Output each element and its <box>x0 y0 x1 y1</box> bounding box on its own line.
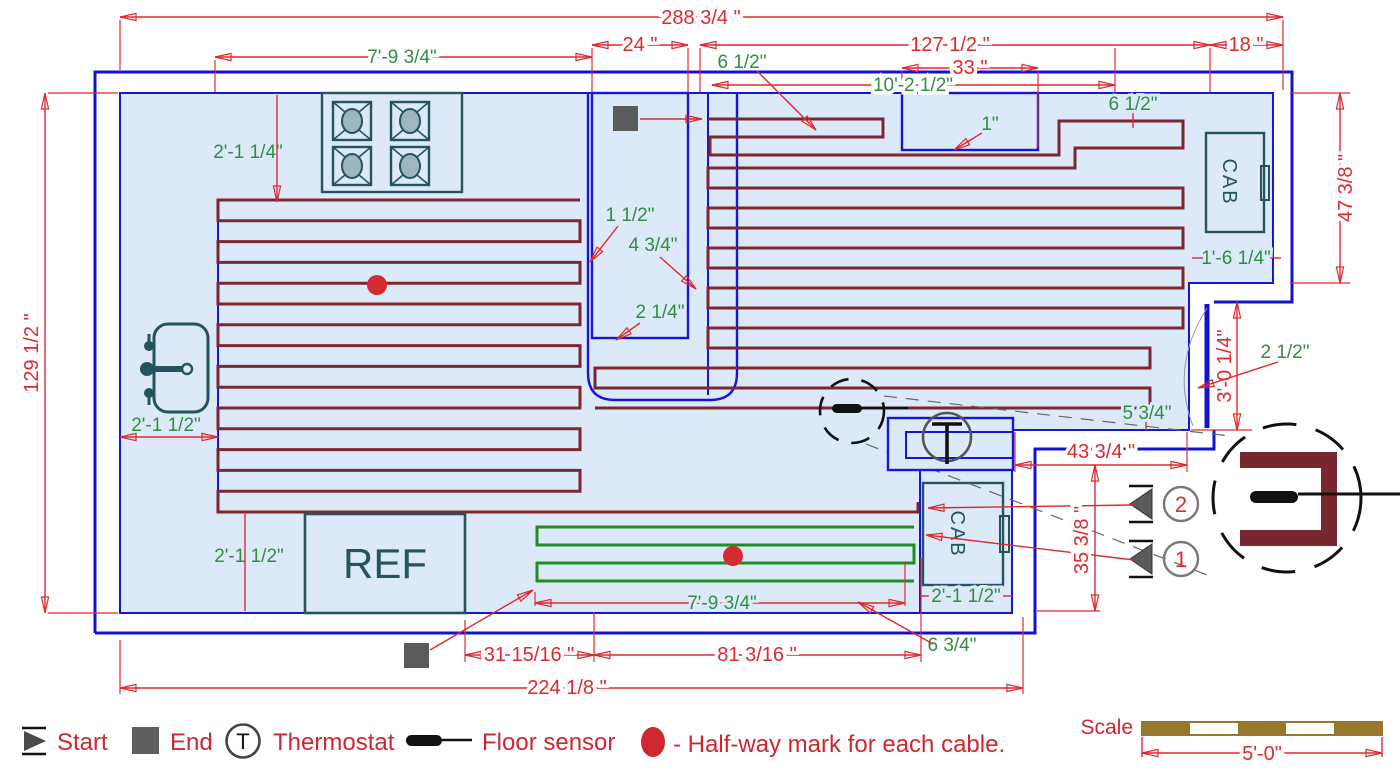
dim-127: 127 1/2 " <box>910 34 989 56</box>
cooktop-icon <box>320 91 464 194</box>
heating-cables <box>216 91 1185 583</box>
floor-polygon <box>119 92 1274 614</box>
dim-1-6-quarter: 1'-6 1/4" <box>1201 248 1271 269</box>
cabinet-bottom-right: CAB <box>921 481 1010 587</box>
outer-wall-lower <box>95 430 1216 635</box>
legend-thermostat-label: Thermostat <box>273 729 395 756</box>
cable-end-square-top <box>613 106 638 131</box>
detail-projection-line-2 <box>865 443 1216 579</box>
legend: Start End T Thermostat Floor sensor - Ha… <box>22 723 1005 759</box>
dim-6half-b: 6 1/2" <box>1108 94 1157 115</box>
cable2-green-path <box>535 525 916 583</box>
cable-start-marker-1: 1 <box>925 532 1200 579</box>
thermostat-legend-icon: T <box>225 723 261 759</box>
mat-u-boundary <box>586 93 739 402</box>
dim-overall-height: 129 1/2 " <box>21 313 43 392</box>
dim-43: 43 3/4 " <box>1067 441 1135 463</box>
plan-symbols: 2 1 <box>404 106 1400 668</box>
dim-2-1-quarter: 2'-1 1/4" <box>213 142 283 163</box>
floor-sensor-icon <box>818 377 908 445</box>
cable-end-square-bottom <box>404 643 429 668</box>
dim-33: 33 " <box>953 57 988 79</box>
detail-sensor-bar <box>1250 491 1298 503</box>
door-swing-arc <box>1183 307 1208 427</box>
green-dimensions: 7'-9 3/4" 10'-2 1/2" 6 1/2" 6 1/2" 1" 2'… <box>119 44 1310 656</box>
detail-projection-line-1 <box>883 395 1231 437</box>
dim-10-2: 10'-2 1/2" <box>873 75 953 96</box>
cabinet-top-right: CAB <box>1204 131 1270 234</box>
halfway-mark-icon <box>641 727 665 757</box>
halfway-dot-cable1 <box>367 275 387 295</box>
scale-label: Scale <box>1080 716 1133 739</box>
dim-1-5in: 1 1/2" <box>605 205 654 226</box>
thermostat-icon <box>921 411 973 464</box>
dim-4-34: 4 3/4" <box>628 235 677 256</box>
red-dimensions: 288 3/4 " 24 " 127 1/2 " 18 " 33 " 129 1… <box>18 4 1361 703</box>
dim-224: 224 1/8 " <box>527 677 606 699</box>
ref-label: REF <box>343 540 427 587</box>
dim-counter-top: 7'-9 3/4" <box>367 47 437 68</box>
sensor-detail-bubble <box>1211 422 1400 574</box>
dim-1in: 1" <box>981 114 998 135</box>
cable-start-marker-2: 2 <box>927 484 1200 524</box>
dim-6-34: 6 3/4" <box>927 635 976 656</box>
cable1-left-path <box>216 198 920 514</box>
halfway-dot-cable2 <box>723 546 743 566</box>
appliances: REF CAB CAB <box>140 91 1270 615</box>
floor-sensor-legend-icon <box>406 735 472 746</box>
legend-halfway-label: - Half-way mark for each cable. <box>673 731 1005 758</box>
legend-end-label: End <box>170 729 213 756</box>
dim-81: 81 3/16 " <box>717 644 796 666</box>
start-icon <box>22 726 46 756</box>
dim-24: 24 " <box>623 34 658 56</box>
dim-6half-a: 6 1/2" <box>717 52 766 73</box>
dim-door-height: 3'-0 1/4" <box>1214 329 1236 402</box>
dim-right-height: 47 3/8 " <box>1335 154 1357 222</box>
outer-wall <box>93 70 1294 633</box>
dim-2-1-half-c: 2'-1 1/2" <box>931 586 1001 607</box>
legend-thermostat-letter: T <box>236 729 249 754</box>
dim-18: 18 " <box>1229 34 1264 56</box>
dim-2-half: 2 1/2" <box>1260 342 1309 363</box>
dim-2-14: 2 1/4" <box>635 302 684 323</box>
scale-length: 5'-0" <box>1242 743 1282 765</box>
legend-floor-sensor-label: Floor sensor <box>482 729 615 756</box>
dim-overall-width: 288 3/4 " <box>661 7 740 29</box>
scale-bar: Scale 5'-0" <box>1080 716 1383 769</box>
cab-top-label: CAB <box>1218 158 1240 205</box>
dim-green-cable-length: 7'-9 3/4" <box>687 593 757 614</box>
cable1-right-path <box>593 117 1185 410</box>
refrigerator: REF <box>303 512 467 615</box>
start-number-1: 1 <box>1175 547 1187 572</box>
dim-5-34: 5 3/4" <box>1122 403 1171 424</box>
cab-bottom-label: CAB <box>946 510 968 557</box>
start-number-2: 2 <box>1175 492 1187 517</box>
legend-start-label: Start <box>57 729 108 756</box>
dim-35: 35 3/8 " <box>1071 506 1093 574</box>
dim-2-1-half-a: 2'-1 1/2" <box>131 415 201 436</box>
range-cutout-33in <box>900 91 1040 152</box>
end-icon <box>132 727 159 754</box>
dim-2-1-half-b: 2'-1 1/2" <box>214 546 284 567</box>
unheated-strip-cutout <box>590 91 690 340</box>
sink-icon <box>140 322 210 414</box>
dim-31: 31 15/16 " <box>484 644 575 666</box>
